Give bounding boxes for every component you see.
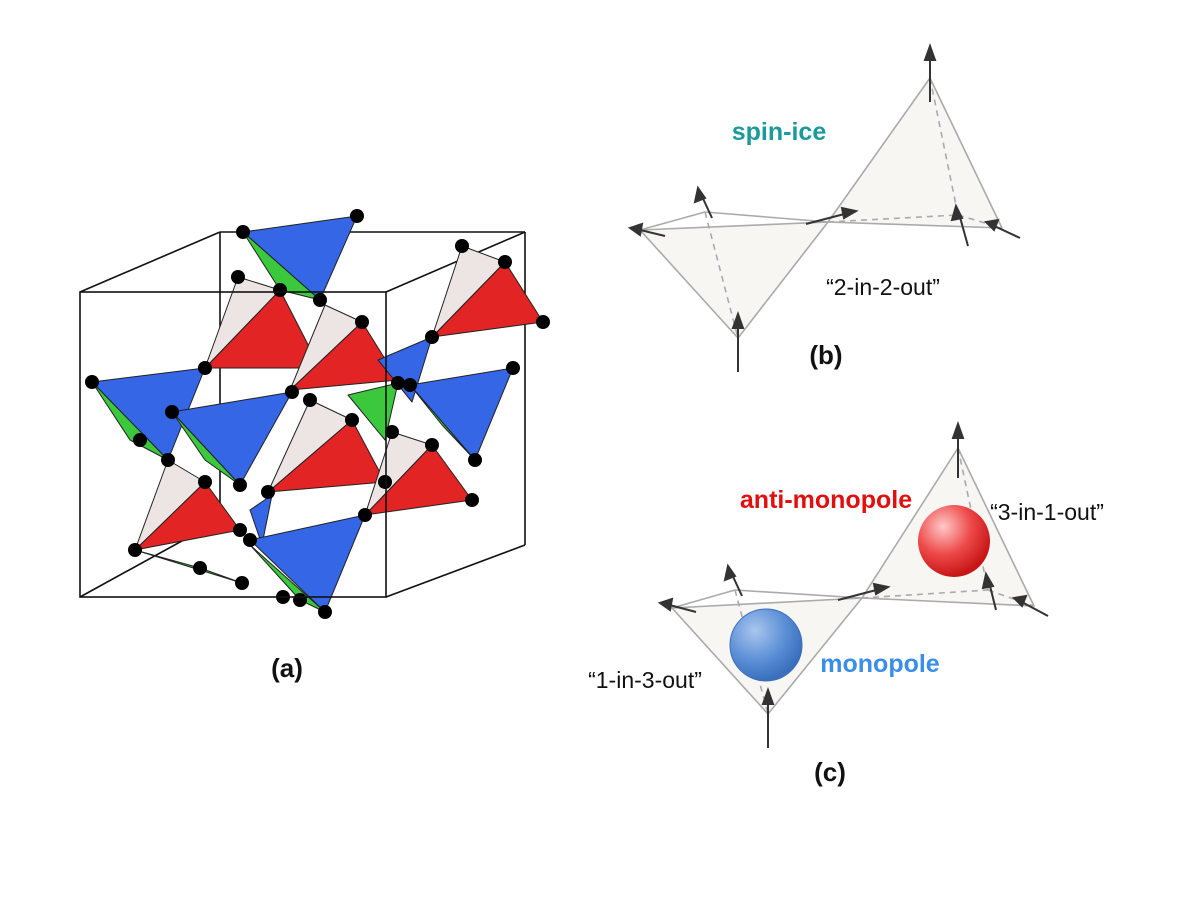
config-2in2out: “2-in-2-out”	[826, 274, 940, 300]
anti-monopole-label: anti-monopole	[740, 486, 912, 514]
unit-cell-depth	[79, 231, 526, 598]
anti-monopole-sphere	[918, 505, 990, 577]
unit-cell-front	[79, 291, 387, 598]
spin-ice-title: spin-ice	[732, 118, 827, 146]
monopole-label: monopole	[820, 650, 940, 678]
spins-c	[657, 421, 1049, 748]
panel-b-spin-ice: spin-ice “2-in-2-out” (b)	[627, 43, 1021, 372]
tetra-blue-bottom	[249, 514, 366, 613]
panel-b-label: (b)	[809, 340, 842, 370]
tetrahedra	[91, 215, 544, 613]
tetra-left-b	[639, 211, 829, 339]
panel-c-label: (c)	[814, 757, 846, 787]
panel-a-label: (a)	[271, 653, 303, 683]
panel-c-monopoles: anti-monopole “3-in-1-out” monopole “1-i…	[588, 421, 1104, 787]
monopole-sphere	[729, 608, 803, 682]
tetra-blue-small	[249, 494, 273, 546]
config-3in1out: “3-in-1-out”	[990, 499, 1104, 525]
config-1in3out: “1-in-3-out”	[588, 667, 702, 693]
tetra-right-b	[827, 77, 1003, 229]
atoms	[85, 209, 550, 619]
panel-a-lattice: (a)	[79, 209, 550, 683]
spins-b	[627, 43, 1021, 372]
